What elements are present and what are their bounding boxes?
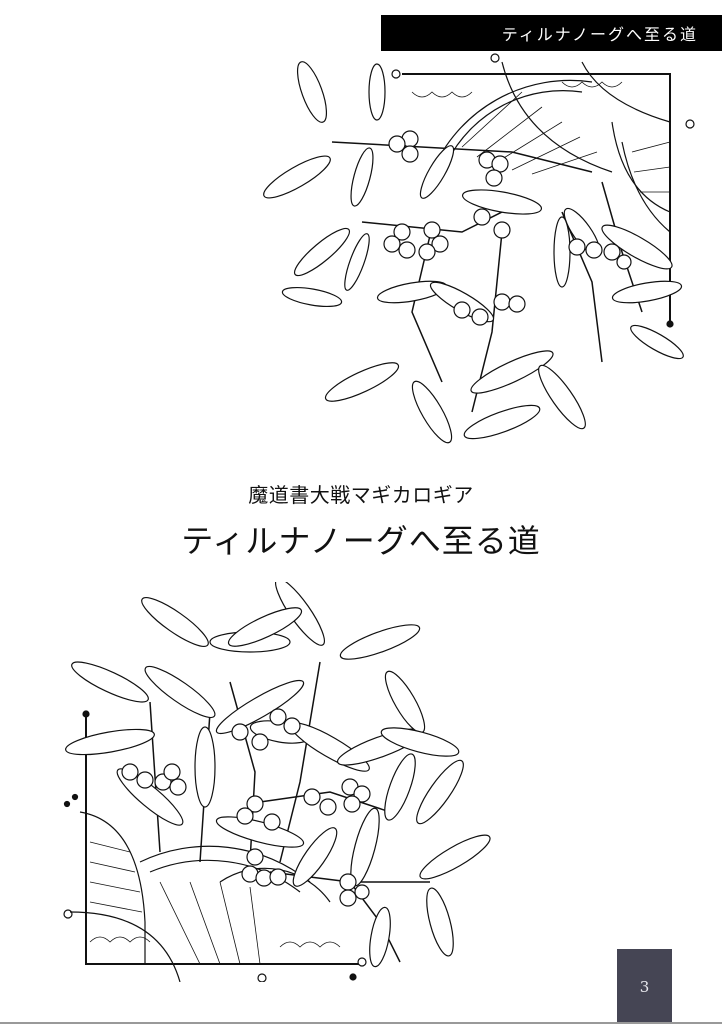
running-header: ティルナノーグへ至る道 (381, 15, 722, 51)
bottom-edge-rule (0, 1022, 722, 1024)
page-number-badge: 3 (617, 949, 672, 1024)
page-number: 3 (639, 977, 650, 996)
running-title: ティルナノーグへ至る道 (501, 25, 698, 44)
mistletoe-illustration-bottom (63, 582, 491, 982)
mistletoe-illustration-top (263, 53, 695, 444)
book-title: ティルナノーグへ至る道 (181, 522, 541, 560)
book-subtitle: 魔道書大戦マギカロギア (248, 483, 474, 507)
